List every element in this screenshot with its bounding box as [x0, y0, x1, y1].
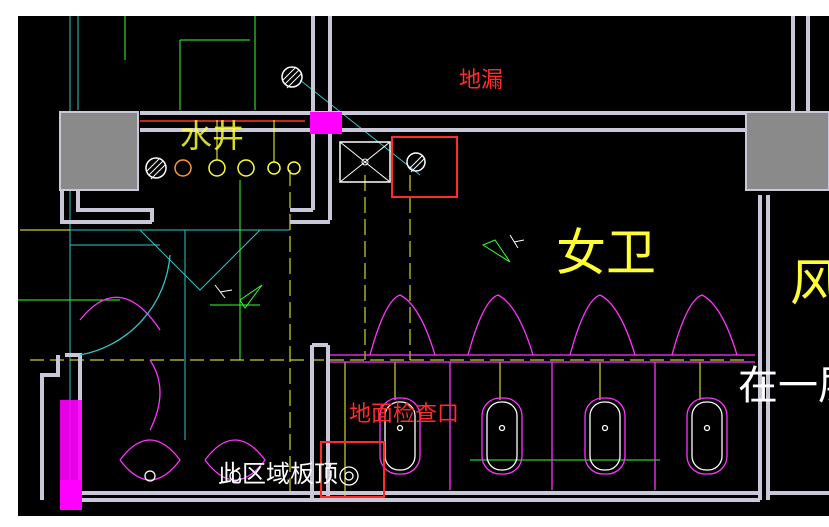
stall-doors [79, 254, 755, 490]
inspection-port-highlight-box [320, 441, 385, 498]
toilets [144, 397, 728, 486]
womens-restroom-label: 女卫 [556, 224, 656, 282]
floor-inspection-port-annotation: 地面检查口 [349, 402, 460, 427]
green-lines [18, 16, 660, 461]
magenta-block-top [310, 112, 342, 134]
column-right [745, 111, 829, 191]
water-well-label: 水井 [180, 117, 245, 155]
column-left [59, 111, 139, 191]
bottom-zone-label: 此区域板顶 [218, 460, 338, 488]
magenta-block-bottom [60, 480, 82, 510]
walls [40, 16, 829, 502]
pipe-symbols [145, 66, 303, 180]
floor-drain-highlight-box [391, 136, 458, 198]
first-floor-label: 在一层 [738, 363, 829, 409]
cyan-service-lines [69, 16, 421, 500]
cad-background [18, 16, 829, 516]
wind-label: 风 [790, 254, 829, 312]
floor-drain-annotation: 地漏 [459, 68, 504, 93]
magenta-strip [60, 400, 82, 480]
north-arrows [239, 239, 511, 309]
floor-drain-box [339, 141, 426, 183]
